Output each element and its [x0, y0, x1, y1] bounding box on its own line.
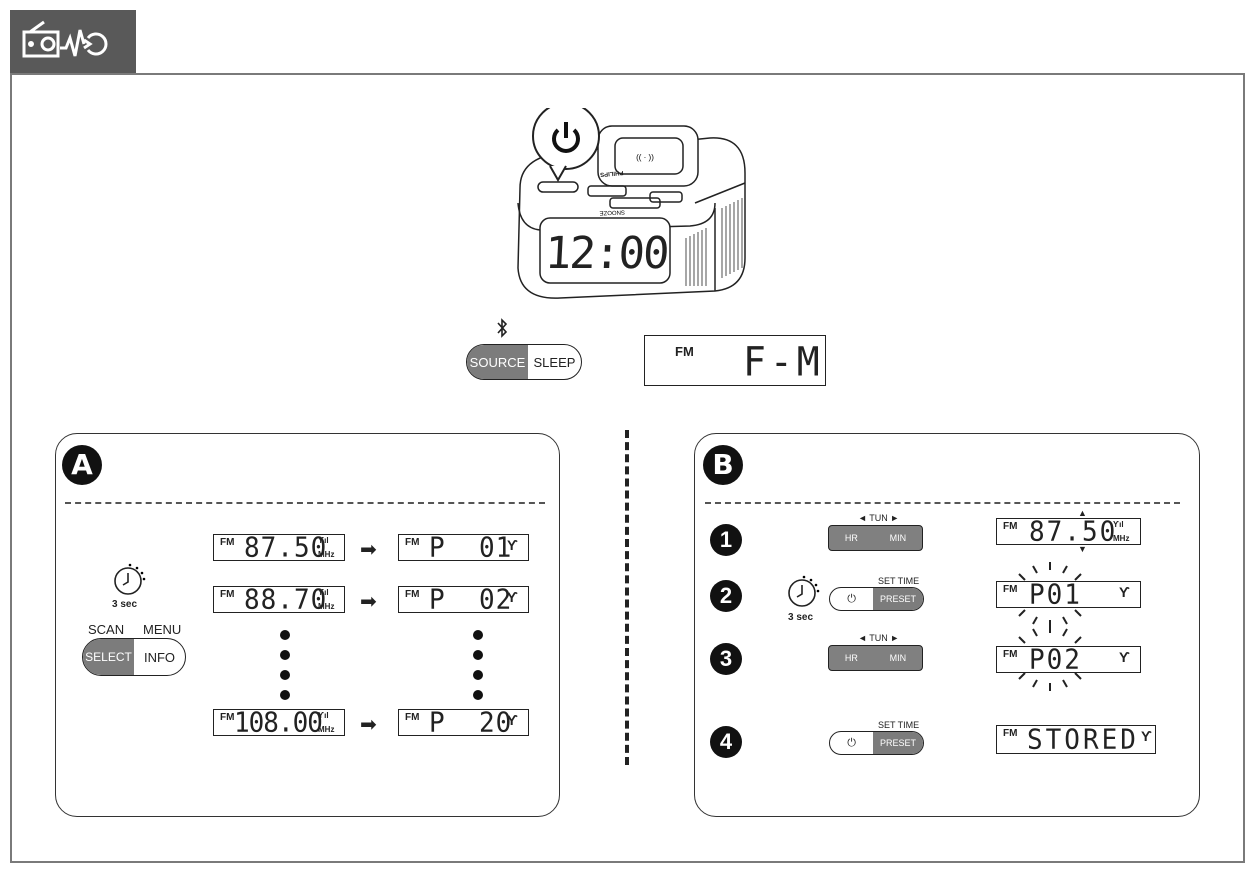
freq-display-1: FM 87.50 Ƴıl MHz: [213, 532, 345, 564]
fm-band-label: FM: [675, 344, 694, 359]
ellipsis-dot: [473, 630, 483, 640]
ellipsis-dot: [280, 670, 290, 680]
power-icon[interactable]: ⏻: [847, 592, 856, 605]
arrow-right-icon: ➡: [360, 539, 377, 561]
source-button-half[interactable]: SOURCE: [467, 345, 528, 379]
step-4-display: FM STORED ϒ: [996, 725, 1156, 754]
preset-display-3: FM P 20 ϒ: [398, 707, 529, 739]
preset-display-2: FM P 02 ϒ: [398, 584, 529, 616]
power-icon[interactable]: ⏻: [847, 736, 856, 749]
freq-display-2: FM 88.70 Ƴıl MHz: [213, 584, 345, 616]
step-1-display-text: 87.50: [1029, 516, 1118, 548]
up-arrow-icon: ▲: [1078, 508, 1087, 518]
clock-radio-illustration: (( · )) SNOOZE: [517, 108, 746, 299]
scan-label: SCAN: [88, 622, 125, 637]
timer-label: 3 sec: [788, 612, 814, 623]
freq-value: 88.70: [244, 584, 328, 616]
panel-b-divider: [705, 502, 1180, 504]
arrow-right-icon: ➡: [360, 714, 377, 736]
step-3-display: FM P02 ϒ: [996, 644, 1141, 676]
select-info-button[interactable]: SELECT INFO: [82, 638, 186, 676]
arrow-right-icon: ➡: [360, 591, 377, 613]
power-preset-button[interactable]: ⏻ PRESET: [829, 731, 924, 755]
freq-display-3: FM 108.00 Ƴıl MHz: [213, 707, 345, 739]
freq-value: 108.00: [234, 707, 323, 739]
step-1-badge: 1: [710, 524, 742, 556]
step-3-badge: 3: [710, 643, 742, 675]
hr-min-button[interactable]: HR MIN: [828, 525, 923, 551]
timer-label: 3 sec: [112, 599, 138, 610]
blink-rays-icon: [1018, 562, 1082, 628]
tun-label: ◄ TUN ►: [858, 513, 900, 523]
hr-label[interactable]: HR: [844, 653, 858, 663]
panel-a-label: A: [62, 445, 102, 485]
set-time-label: SET TIME: [878, 720, 920, 730]
preset-value: P 20: [429, 707, 513, 739]
center-divider: [625, 430, 629, 765]
timer-icon: [114, 563, 146, 595]
step-4-badge: 4: [710, 726, 742, 758]
preset-value: P 01: [429, 532, 513, 564]
ellipsis-dot: [280, 630, 290, 640]
svg-text:SNOOZE: SNOOZE: [599, 208, 625, 215]
timer-icon: [788, 575, 820, 607]
panel-a: [55, 433, 560, 817]
ellipsis-dot: [280, 690, 290, 700]
preset-value: P 02: [429, 584, 513, 616]
panel-b: [694, 433, 1200, 817]
source-sleep-button[interactable]: SOURCE SLEEP: [466, 344, 582, 380]
preset-display-1: FM P 01 ϒ: [398, 532, 529, 564]
preset-button-half[interactable]: PRESET: [873, 732, 923, 754]
ellipsis-dot: [473, 670, 483, 680]
hr-label[interactable]: HR: [844, 533, 858, 543]
fm-display: FM F-M: [644, 335, 826, 386]
step-3-display-text: P02: [1029, 644, 1082, 676]
panel-a-divider: [65, 502, 545, 504]
down-arrow-icon: ▼: [1078, 544, 1087, 554]
step-4-display-text: STORED: [1027, 724, 1139, 756]
info-button-half[interactable]: INFO: [143, 649, 176, 665]
tun-label: ◄ TUN ►: [858, 633, 900, 643]
header-tab: [10, 10, 136, 74]
step-2-display: FM P01 ϒ: [996, 579, 1141, 611]
step-2-display-text: P01: [1029, 579, 1082, 611]
hr-min-button[interactable]: HR MIN: [828, 645, 923, 671]
select-button-half[interactable]: SELECT: [83, 639, 134, 675]
bluetooth-icon: [497, 318, 508, 338]
radio-source-icon: [22, 20, 108, 58]
power-preset-button[interactable]: ⏻ PRESET: [829, 587, 924, 611]
set-time-label: SET TIME: [878, 576, 920, 586]
svg-text:(( · )): (( · )): [636, 153, 654, 162]
panel-b-label: B: [703, 445, 743, 485]
step-1-display: FM 87.50 Ƴıl MHz: [996, 516, 1141, 548]
step-2-badge: 2: [710, 580, 742, 612]
preset-button-half[interactable]: PRESET: [873, 588, 923, 610]
ellipsis-dot: [473, 650, 483, 660]
min-label[interactable]: MIN: [889, 533, 907, 543]
sleep-button-half[interactable]: SLEEP: [533, 354, 576, 370]
ellipsis-dot: [473, 690, 483, 700]
ellipsis-dot: [280, 650, 290, 660]
min-label[interactable]: MIN: [889, 653, 907, 663]
freq-value: 87.50: [244, 532, 328, 564]
content-frame: [10, 73, 1245, 863]
blink-rays-icon: [1018, 625, 1082, 691]
fm-display-text: F-M: [743, 338, 824, 386]
clock-display: 12:00: [543, 228, 669, 279]
menu-label: MENU: [143, 622, 182, 637]
